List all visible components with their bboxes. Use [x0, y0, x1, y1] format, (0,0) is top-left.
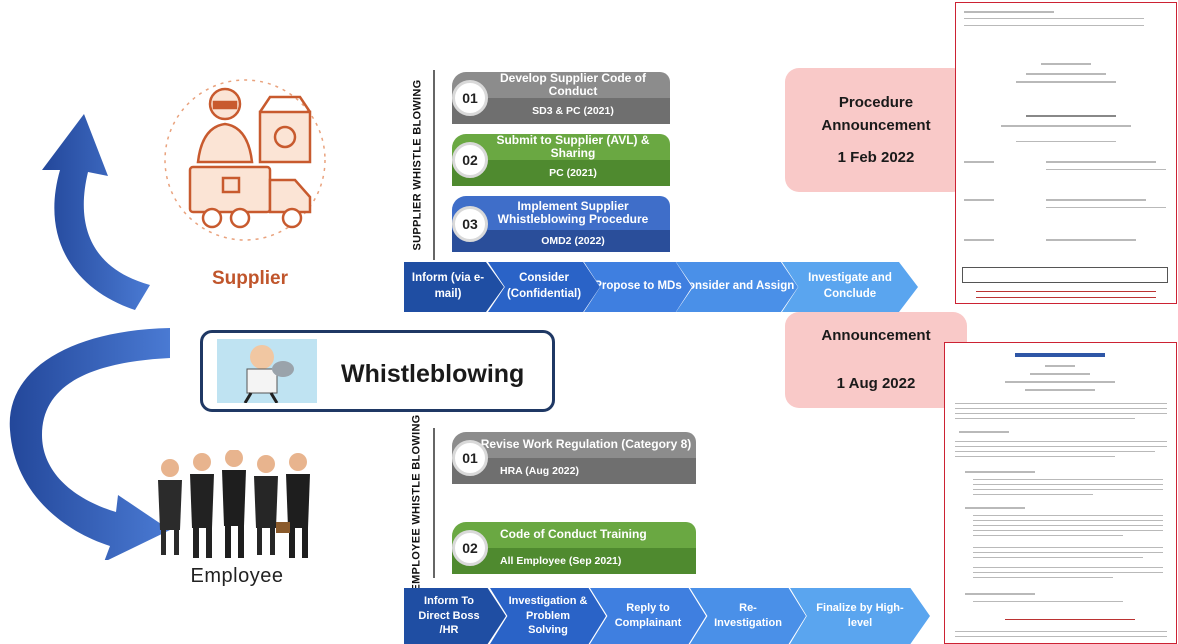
employee-process-4: Re-Investigation	[690, 588, 806, 644]
employee-process-5: Finalize by High-level	[790, 588, 930, 644]
supplier-process-2: Consider (Confidential)	[488, 262, 600, 312]
supplier-process-1: Inform (via e-mail)	[404, 262, 504, 312]
supplier-process-5: Investigate and Conclude	[782, 262, 918, 312]
employee-process-3: Reply to Complainant	[590, 588, 706, 644]
upper-curved-arrow	[42, 114, 150, 310]
employee-step-1-number: 01	[452, 440, 488, 476]
employee-step-1-title: Revise Work Regulation (Category 8)	[452, 432, 696, 458]
employee-step-2-sub: All Employee (Sep 2021)	[452, 548, 696, 574]
supplier-step-3-number: 03	[452, 206, 488, 242]
employee-label: Employee	[190, 565, 284, 587]
announcement-box: Announcement 1 Aug 2022	[785, 312, 967, 408]
supplier-section-title: SUPPLIER WHISTLE BLOWING	[411, 79, 424, 251]
employee-process-1: Inform To Direct Boss /HR	[404, 588, 506, 644]
employee-section-divider	[433, 428, 435, 578]
procedure-announcement-box: Procedure Announcement 1 Feb 2022	[785, 68, 967, 192]
supplier-step-3: Implement Supplier Whistleblowing Proced…	[452, 196, 670, 252]
person-icon	[196, 87, 254, 164]
people-group-icon	[158, 450, 310, 558]
announcement-2-title: Announcement	[821, 327, 931, 345]
supplier-label: Supplier	[211, 268, 288, 289]
employee-illustration	[158, 450, 310, 558]
employee-step-1: Revise Work Regulation (Category 8) HRA …	[452, 432, 696, 484]
supplier-step-3-title: Implement Supplier Whistleblowing Proced…	[452, 196, 670, 230]
supplier-step-1-title: Develop Supplier Code of Conduct	[452, 71, 670, 98]
employee-step-2: Code of Conduct Training All Employee (S…	[452, 522, 696, 574]
supplier-step-1-number: 01	[452, 80, 488, 116]
supplier-step-2-sub: PC (2021)	[452, 160, 670, 186]
employee-step-1-sub: HRA (Aug 2022)	[452, 458, 696, 484]
announcement-1-title: Procedure Announcement	[821, 94, 931, 135]
cycle-arrows	[9, 114, 170, 560]
supplier-process-3: Propose to MDs	[584, 262, 692, 312]
employee-step-2-title: Code of Conduct Training	[452, 522, 696, 548]
employee-step-2-number: 02	[452, 530, 488, 566]
supplier-step-2: Submit to Supplier (AVL) & Sharing PC (2…	[452, 133, 670, 186]
supplier-illustration	[164, 79, 326, 241]
announcement-2-date: 1 Aug 2022	[836, 375, 916, 393]
gear-box-icon	[258, 95, 312, 164]
whistleblowing-title: Whistleblowing	[341, 360, 525, 388]
employee-process-2: Investigation & Problem Solving	[490, 588, 606, 644]
supplier-step-1-sub: SD3 & PC (2021)	[452, 98, 670, 124]
announcement-document-thumbnail	[944, 342, 1177, 644]
truck-icon	[188, 165, 312, 229]
employee-section-title: EMPLOYEE WHISTLE BLOWING	[411, 414, 423, 592]
whistleblowing-box: Whistleblowing	[200, 330, 555, 412]
supplier-process-4: Consider and Assign	[676, 262, 798, 312]
supplier-section-divider	[433, 70, 435, 260]
procedure-document-thumbnail	[955, 2, 1177, 304]
supplier-step-1: Develop Supplier Code of Conduct SD3 & P…	[452, 71, 670, 124]
lower-curved-arrow	[9, 328, 170, 560]
supplier-step-2-title: Submit to Supplier (AVL) & Sharing	[452, 133, 670, 160]
whistleblower-icon	[217, 339, 317, 403]
supplier-step-3-sub: OMD2 (2022)	[452, 230, 670, 252]
supplier-step-2-number: 02	[452, 142, 488, 178]
announcement-1-date: 1 Feb 2022	[837, 148, 915, 166]
